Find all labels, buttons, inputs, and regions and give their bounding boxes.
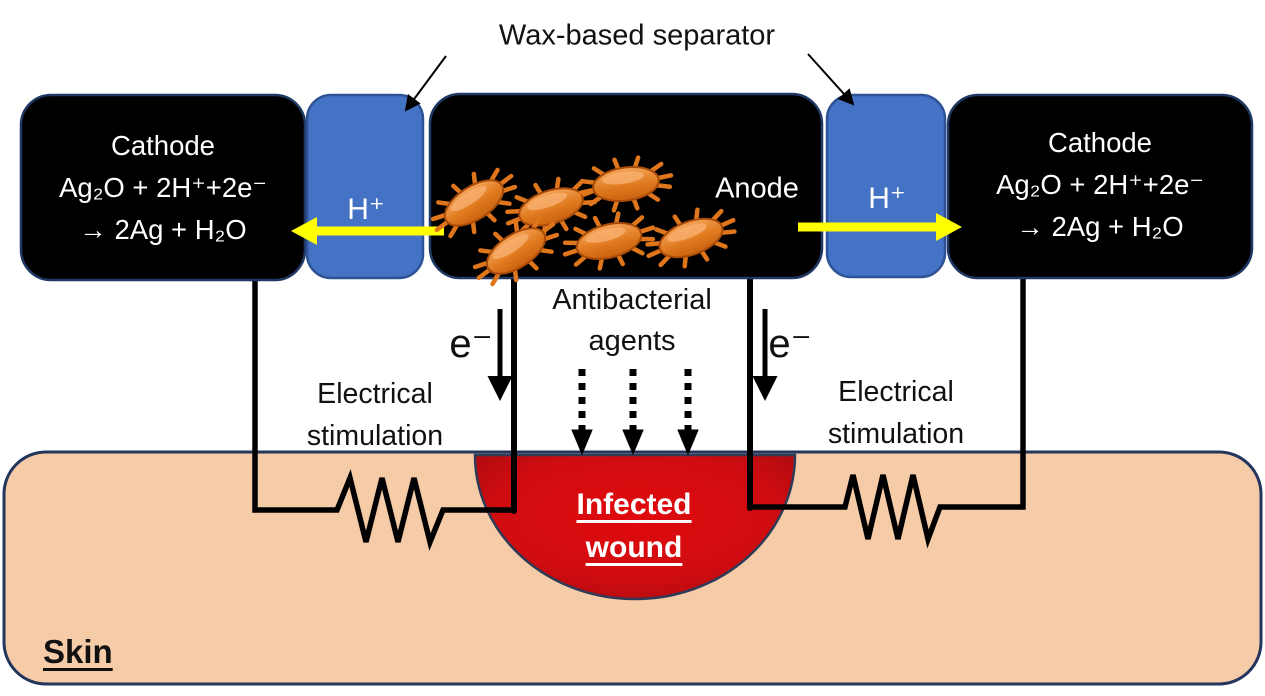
separator-left-box: [305, 93, 425, 280]
proton-arrow-right-head: [936, 213, 962, 241]
cathode-right-name: Cathode: [1048, 127, 1152, 158]
separator-pointer-arrow-left: [404, 55, 447, 112]
cathode-left-reaction-1: Ag₂O + 2H⁺+2e⁻: [59, 172, 267, 203]
cathode-right-label: Cathode Ag₂O + 2H⁺+2e⁻ → 2Ag + H₂O: [996, 122, 1204, 248]
stimulation-left-line-2: stimulation: [306, 420, 444, 452]
antibacterial-line-2: agents: [588, 325, 676, 357]
cathode-left-reaction-2: → 2Ag + H₂O: [79, 214, 247, 245]
proton-label-right: H⁺: [868, 182, 906, 215]
wound-line-2: wound: [585, 531, 683, 564]
electron-label-left: e⁻: [449, 322, 493, 366]
dotted-arrow-head: [622, 429, 644, 456]
proton-arrow-left: [291, 217, 444, 245]
antibacterial-line-1: Antibacterial: [552, 284, 712, 316]
anode-label: Anode: [715, 172, 799, 205]
antibacterial-arrows: [571, 369, 699, 456]
cathode-right-box: [946, 93, 1254, 280]
wound-line-1: Infected: [576, 488, 692, 521]
proton-arrow-left-head: [291, 217, 317, 245]
separator-pointer-arrow-right: [807, 53, 855, 106]
cathode-left-label: Cathode Ag₂O + 2H⁺+2e⁻ → 2Ag + H₂O: [59, 125, 267, 251]
cathode-right-reaction-1: Ag₂O + 2H⁺+2e⁻: [996, 169, 1204, 200]
stimulation-right-line-2: stimulation: [827, 418, 965, 450]
cathode-left-box: [19, 93, 307, 282]
dotted-arrow-head: [571, 429, 593, 456]
skin-label: Skin: [43, 633, 113, 670]
infected-wound-shape: [473, 453, 797, 601]
cathode-right-reaction-2: → 2Ag + H₂O: [1016, 211, 1184, 242]
stimulation-label-left: Electrical stimulation: [307, 373, 443, 457]
stimulation-left-line-1: Electrical: [317, 378, 433, 410]
cathode-left-name: Cathode: [111, 130, 215, 161]
stimulation-right-line-1: Electrical: [838, 376, 954, 408]
proton-label-left: H⁺: [347, 193, 385, 226]
diagram-title: Wax-based separator: [498, 19, 776, 52]
dotted-arrow-head: [677, 429, 699, 456]
circuit-wire-left-with-resistor: [252, 276, 517, 551]
stimulation-label-right: Electrical stimulation: [828, 371, 964, 455]
infected-wound-label: Infected wound: [576, 483, 691, 569]
antibacterial-label: Antibacterial agents: [552, 280, 712, 362]
proton-arrow-right: [798, 213, 962, 241]
electron-label-right: e⁻: [768, 322, 812, 366]
circuit-wire-right-with-resistor: [747, 276, 1026, 549]
